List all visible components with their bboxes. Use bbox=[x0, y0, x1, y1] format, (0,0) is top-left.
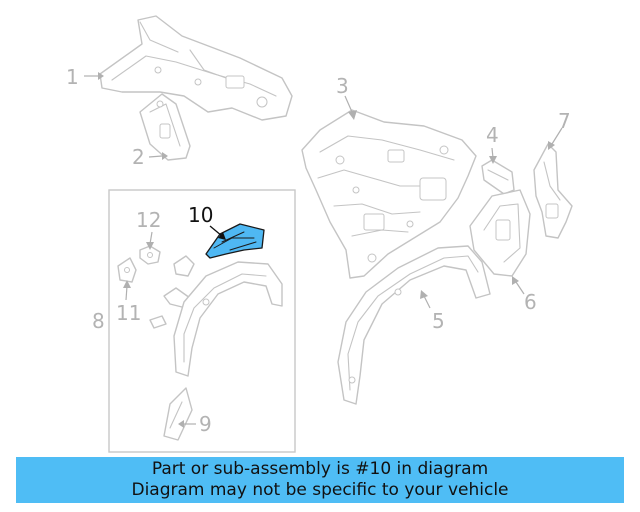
callout-12: 12 bbox=[136, 208, 161, 232]
callout-3: 3 bbox=[336, 74, 349, 98]
callout-5: 5 bbox=[432, 309, 445, 333]
callout-1: 1 bbox=[66, 65, 79, 89]
part-12[interactable] bbox=[139, 245, 161, 265]
callout-2: 2 bbox=[132, 145, 145, 169]
part-5[interactable] bbox=[337, 245, 491, 405]
callout-4: 4 bbox=[486, 123, 499, 147]
callout-8: 8 bbox=[92, 309, 105, 333]
banner-line-1: Part or sub-assembly is #10 in diagram bbox=[151, 459, 489, 479]
info-banner: Part or sub-assembly is #10 in diagram D… bbox=[16, 457, 624, 503]
part-3[interactable] bbox=[301, 109, 477, 279]
banner-line-2: Diagram may not be specific to your vehi… bbox=[131, 480, 509, 500]
part-7[interactable] bbox=[533, 143, 573, 239]
part-4[interactable] bbox=[481, 159, 515, 195]
sub-assembly-box bbox=[108, 189, 296, 453]
part-2[interactable] bbox=[139, 93, 191, 161]
callout-9: 9 bbox=[199, 412, 212, 436]
part-6[interactable] bbox=[469, 189, 531, 277]
inner-wheelhouse[interactable] bbox=[173, 261, 283, 377]
leader-10 bbox=[209, 225, 226, 240]
leader-lines bbox=[84, 72, 563, 428]
part-9[interactable] bbox=[163, 387, 193, 441]
callout-7: 7 bbox=[558, 109, 571, 133]
callout-10: 10 bbox=[188, 203, 213, 227]
part-1[interactable] bbox=[99, 15, 293, 121]
part-11[interactable] bbox=[117, 257, 137, 283]
callout-6: 6 bbox=[524, 290, 537, 314]
callout-11: 11 bbox=[116, 301, 141, 325]
part-10-highlighted[interactable] bbox=[205, 223, 265, 259]
